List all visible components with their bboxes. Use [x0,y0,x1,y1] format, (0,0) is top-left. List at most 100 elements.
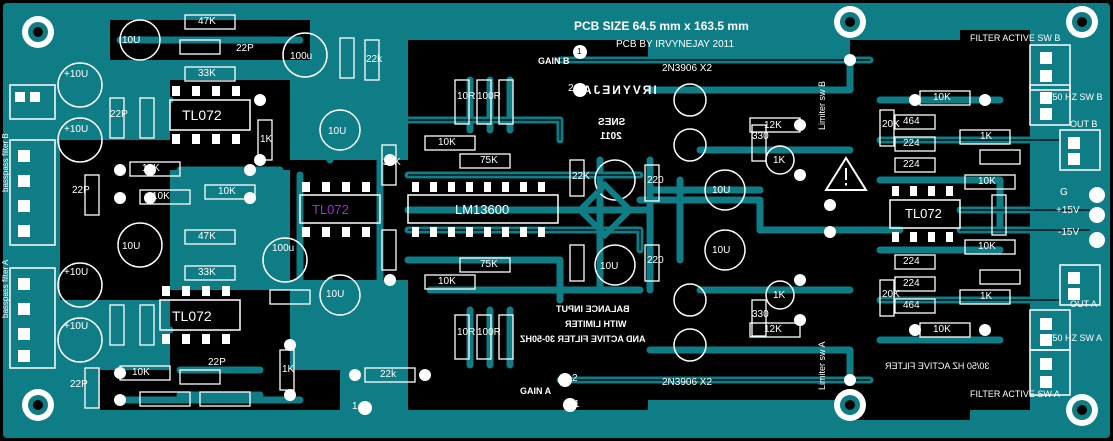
trans-q2 [673,128,707,162]
comp-22k-bot: 22k [380,369,397,380]
trans-q3 [673,283,707,317]
label-gnd: G [1060,187,1068,198]
comp-10k-1: 10K [142,163,160,174]
comp-10k-r4: 10K [978,241,996,252]
comp-22k-mid: 22K [572,171,590,182]
cap-10u-c1 [594,159,636,201]
comp-10u-m: 10U [328,126,347,137]
comp-47k-top: 47K [198,16,216,27]
cap-10u-c2 [594,244,636,286]
label-snes-mirror: SNES [598,117,626,128]
comp-47k-mid: 47K [198,231,216,242]
cap-10u-l4 [57,262,103,308]
comp-220-2: 220 [647,255,664,266]
label-bass-b: basspass filter B [1,133,10,192]
clearance-zones [60,20,1030,420]
conn-out-a [1059,264,1101,306]
comp-10u-tl: 10U [122,35,141,46]
label-out-b: OUT B [1070,119,1098,129]
comp-10u-l1: +10U [64,69,89,80]
conn-bass-b [9,139,56,246]
conn-bass-a [9,267,56,369]
label-bass-a: basspass filter A [1,259,10,318]
comp-220-1: 220 [647,175,664,186]
ic-outline-tl072-u6 [889,199,961,229]
comp-33k-mid: 33K [383,157,401,168]
comp-100r-1: 100R [477,91,501,102]
comp-330-top: 330 [752,131,769,142]
cap-100u-low [262,237,308,283]
comp-224-3: 224 [903,256,920,267]
comp-464-1: 464 [903,116,920,127]
comp-1k-l: 1K [260,134,273,145]
cap-10u-r2 [704,229,746,271]
comp-10u-l4: +10U [64,321,89,332]
label-filter-sw-b: FILTER ACTIVE SW B [970,33,1061,43]
conn-filter-sw-b [1029,44,1071,91]
connector-blocks [9,44,1101,396]
comp-10u-l3: +10U [64,267,89,278]
label-limiter-b: Limiter sw B [817,80,827,130]
ic-label-u4: TL072 [172,308,212,324]
comp-12k-top: 12K [764,120,782,131]
cap-10u-tl [119,19,161,61]
comp-33k-bot: 33K [198,267,216,278]
ic-outline-lm13600 [407,194,559,224]
conn-filter-sw-a [1029,349,1071,396]
comp-224-1: 224 [903,138,920,149]
label-filter-note: 30/50 HZ ACTIVE FILTER [885,361,990,371]
mounting-hole-bl [22,389,54,421]
comp-22p-l2: 22P [70,379,88,390]
comp-22p-bot: 22P [208,357,226,368]
comp-10k-r3: 10K [978,176,996,187]
comp-10u-b2: 10U [326,289,345,300]
comp-10k-4: 10K [132,367,150,378]
comp-100u-l: 100u [272,243,295,254]
label-balance-1: BALANCE INPUT [556,304,630,314]
cap-10u-low [319,274,361,316]
cap-10u-mid [319,109,361,151]
cap-10u-l1 [57,62,103,108]
cap-100u-top [282,32,328,78]
label-gain-b: GAIN B [538,56,570,66]
mounting-hole-tm [834,6,866,38]
comp-464-2: 464 [903,300,920,311]
comp-1k-m: 1K [282,364,295,375]
comp-22p-top: 22P [236,43,254,54]
label-year-mirror: 2011 [600,131,622,142]
conn-bass-b-top [9,84,56,120]
cap-10u-l2 [57,117,103,163]
ic-label-u6: TL072 [905,206,942,221]
comp-75k-bot: 75K [480,259,498,270]
film-capacitors [84,39,1021,409]
comp-20k-t: 20K [882,119,900,130]
comp-12k-bot: 12K [764,324,782,335]
comp-100u-top: 100u [290,51,313,62]
mounting-hole-tr [1066,6,1098,38]
comp-22k-top: 22k [366,54,383,65]
mounting-hole-tl [22,16,54,48]
comp-22p-l1: 22P [72,185,90,196]
label-gain-a: GAIN A [520,386,552,396]
comp-10u-r1: 10U [712,185,731,196]
comp-10u-l2: +10U [64,124,89,135]
warning-icon [824,156,868,191]
ic-outline-tl072-u4 [159,299,241,331]
ic-pads [162,86,953,344]
round-pads [114,45,1105,415]
comp-224-4: 224 [903,278,920,289]
label-brand-mirror: IRVYNEJAY [572,83,657,97]
trans-q1 [673,83,707,117]
comp-10r-2: 10R [457,327,476,338]
comp-330-bot: 330 [752,309,769,320]
mounting-hole-br [1066,394,1098,426]
label-q-top: 2N3906 X2 [662,63,713,74]
label-pin1-top: 1 [577,47,582,56]
label-pin1-left: 1 [352,401,358,412]
ic-outline-tl072-u2 [299,194,381,224]
pot-1k-bot [765,280,795,310]
label-pin2-bot: 2 [572,373,578,384]
comp-10k-r2: 10K [933,324,951,335]
label-credit: PCB BY IRVYNEJAY 2011 [616,39,735,50]
